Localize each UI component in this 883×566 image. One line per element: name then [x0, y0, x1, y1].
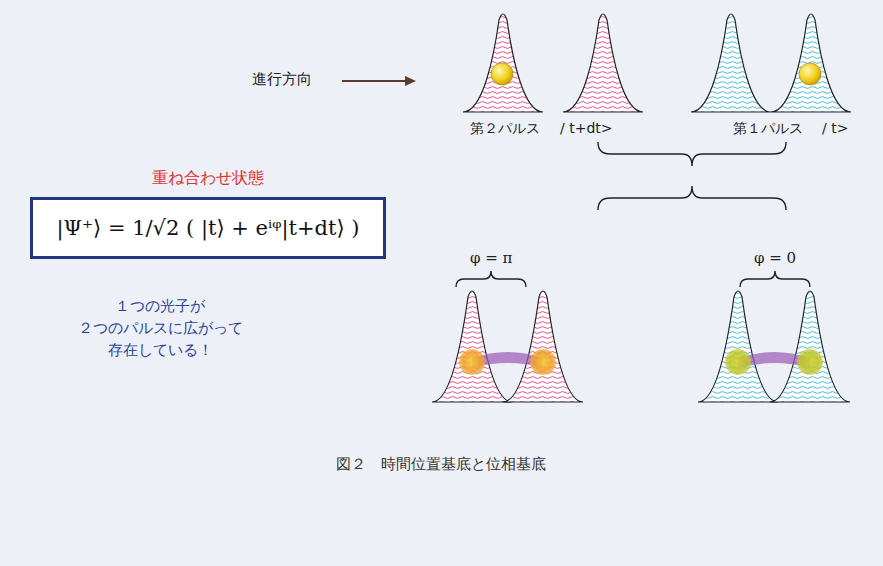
note-text: １つの光子が ２つのパルスに広がって 存在している！: [65, 296, 255, 361]
photon: [799, 63, 821, 85]
pulse-label: 第２パルス: [470, 119, 540, 137]
photon-half: [725, 349, 751, 375]
pulse-label: / t>: [822, 119, 848, 137]
photon-half: [459, 349, 485, 375]
pulse-label: 第１パルス: [733, 119, 803, 137]
photon-half: [530, 349, 556, 375]
pulse-shape: [691, 14, 771, 112]
photon: [491, 63, 513, 85]
pulse-label: / t+dt>: [560, 119, 613, 137]
pulse-shape: [563, 14, 643, 112]
pulse-shape: [463, 14, 543, 112]
pulse-shape: [698, 291, 778, 402]
figure-caption: 図２ 時間位置基底と位相基底: [336, 455, 546, 475]
heading-text: 重ね合わせ状態: [30, 168, 386, 189]
formula-node: 重ね合わせ状態 |Ψ⁺⟩ = 1/√2 ( |t⟩ + eⁱᵠ|t+dt⟩ ): [30, 168, 386, 259]
pulse-shape: [503, 291, 583, 402]
phase-label: φ = 0: [754, 249, 796, 269]
formula-box: |Ψ⁺⟩ = 1/√2 ( |t⟩ + eⁱᵠ|t+dt⟩ ): [30, 197, 386, 259]
phase-label: φ = π: [470, 249, 512, 269]
photon-half: [797, 349, 823, 375]
pulse-shape: [432, 291, 512, 402]
pulse-label: 進行方向: [252, 70, 312, 90]
formula-text: |Ψ⁺⟩ = 1/√2 ( |t⟩ + eⁱᵠ|t+dt⟩ ): [56, 216, 359, 240]
pulse-shape: [771, 14, 851, 112]
pulse-shape: [770, 291, 850, 402]
